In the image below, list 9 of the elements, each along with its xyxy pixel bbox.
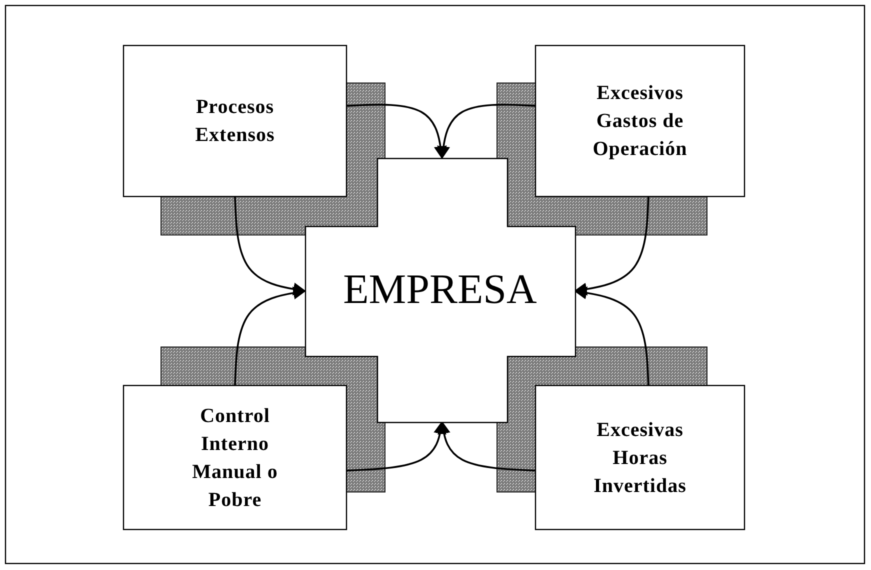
node-label: Excesivas Horas Invertidas (592, 418, 688, 498)
curved-arrow (234, 286, 306, 386)
node-label: Procesos Extensos (194, 95, 276, 148)
node-label: Excesivos Gastos de Operación (592, 81, 688, 162)
node-label: EMPRESA (343, 267, 537, 313)
curved-arrow (234, 196, 306, 296)
curved-arrow (346, 104, 447, 160)
node-label: Control Interno Manual o Pobre (191, 404, 279, 512)
curved-arrow (437, 104, 536, 160)
